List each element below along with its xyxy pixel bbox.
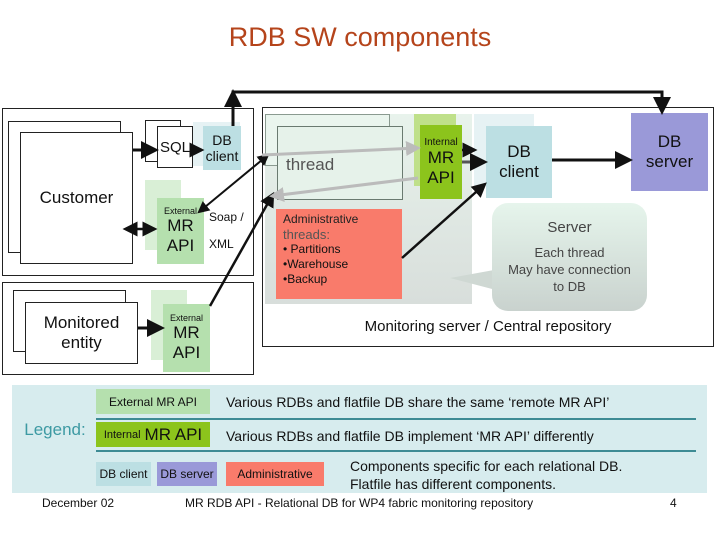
internal-api-line2: API <box>427 167 455 187</box>
db-server[interactable]: DB server <box>631 113 708 191</box>
protocol-label-line2: XML <box>209 237 234 251</box>
legend-chips-text-line1: Components specific for each relational … <box>350 458 623 474</box>
legend-db-server-chip: DB server <box>157 462 217 486</box>
legend-row1-tag: External MR API <box>108 394 198 409</box>
server-db-client-line1: DB <box>507 142 531 161</box>
sql-box[interactable]: SQL <box>157 126 193 168</box>
footer-title: MR RDB API - Relational DB for WP4 fabri… <box>185 496 534 510</box>
admin-item: •Warehouse <box>283 257 349 271</box>
customer-external-api-line1: MR <box>167 216 194 235</box>
protocol-label-line1: Soap / <box>209 210 244 224</box>
customer-label: Customer <box>39 188 114 207</box>
server-caption: Monitoring server / Central repository <box>364 318 612 335</box>
legend-external-api-chip: External MR API <box>96 389 210 414</box>
server-note-bubble: Server Each thread May have connection t… <box>492 203 647 311</box>
db-server-line1: DB <box>657 132 682 151</box>
legend-chip-db-server: DB server <box>160 467 214 481</box>
server-db-client[interactable]: DB client <box>486 126 552 198</box>
legend-row2-tag-big: MR API <box>144 424 203 444</box>
legend-db-client-chip: DB client <box>96 462 151 486</box>
admin-line2: threads: <box>283 227 330 242</box>
customer-box[interactable]: Customer <box>20 132 133 264</box>
server-db-client-line2: client <box>499 162 539 181</box>
bubble-line2: May have connection <box>508 262 631 277</box>
customer-external-api-small: External <box>163 206 198 216</box>
bubble-title: Server <box>547 219 592 236</box>
admin-item: •Backup <box>283 272 328 286</box>
monitored-external-api[interactable]: External MR API <box>163 304 210 372</box>
legend-row2-tag-small: Internal <box>103 428 141 441</box>
monitored-external-api-small: External <box>169 313 204 323</box>
internal-api-small: Internal <box>424 136 458 148</box>
legend-chips-text-line2: Flatfile has different components. <box>350 476 556 492</box>
sql-label: SQL <box>159 138 190 156</box>
legend-row1-text: Various RDBs and flatfile DB share the s… <box>226 394 610 410</box>
legend-chip-db-client: DB client <box>99 467 148 481</box>
thread-box[interactable]: thread <box>277 126 403 200</box>
legend-internal-api-chip: Internal MR API <box>96 422 210 447</box>
legend-row2-text: Various RDBs and flatfile DB implement ‘… <box>226 428 594 444</box>
customer-db-client-line2: client <box>205 148 239 164</box>
slide-title: RDB SW components <box>228 22 492 52</box>
legend-admin-chip: Administrative <box>226 462 324 486</box>
customer-db-client[interactable]: DB client <box>203 126 241 170</box>
db-server-line2: server <box>645 152 694 171</box>
legend-divider <box>96 450 696 452</box>
monitored-entity-box[interactable]: Monitored entity <box>25 302 138 364</box>
monitored-label-line1: Monitored <box>43 313 120 332</box>
administrative-threads[interactable]: Administrative threads: • Partitions •Wa… <box>276 209 402 299</box>
bubble-line3: to DB <box>553 279 586 294</box>
legend-divider <box>96 418 696 420</box>
legend-chip-admin: Administrative <box>237 467 313 481</box>
footer-date: December 02 <box>42 496 115 510</box>
customer-external-api[interactable]: External MR API <box>157 198 204 264</box>
admin-item: • Partitions <box>283 242 341 256</box>
monitored-label-line2: entity <box>61 333 102 352</box>
monitored-external-api-line2: API <box>172 343 201 362</box>
bubble-line1: Each thread <box>534 245 605 260</box>
monitored-external-api-line1: MR <box>173 323 200 342</box>
internal-api-line1: MR <box>427 147 455 167</box>
customer-external-api-line2: API <box>166 236 195 255</box>
legend-label: Legend: <box>24 420 86 439</box>
customer-db-client-line1: DB <box>212 132 232 148</box>
thread-label: thread <box>286 155 335 174</box>
footer-page-number: 4 <box>670 496 677 510</box>
admin-line1: Administrative <box>283 212 359 226</box>
internal-api[interactable]: Internal MR API <box>420 125 462 199</box>
